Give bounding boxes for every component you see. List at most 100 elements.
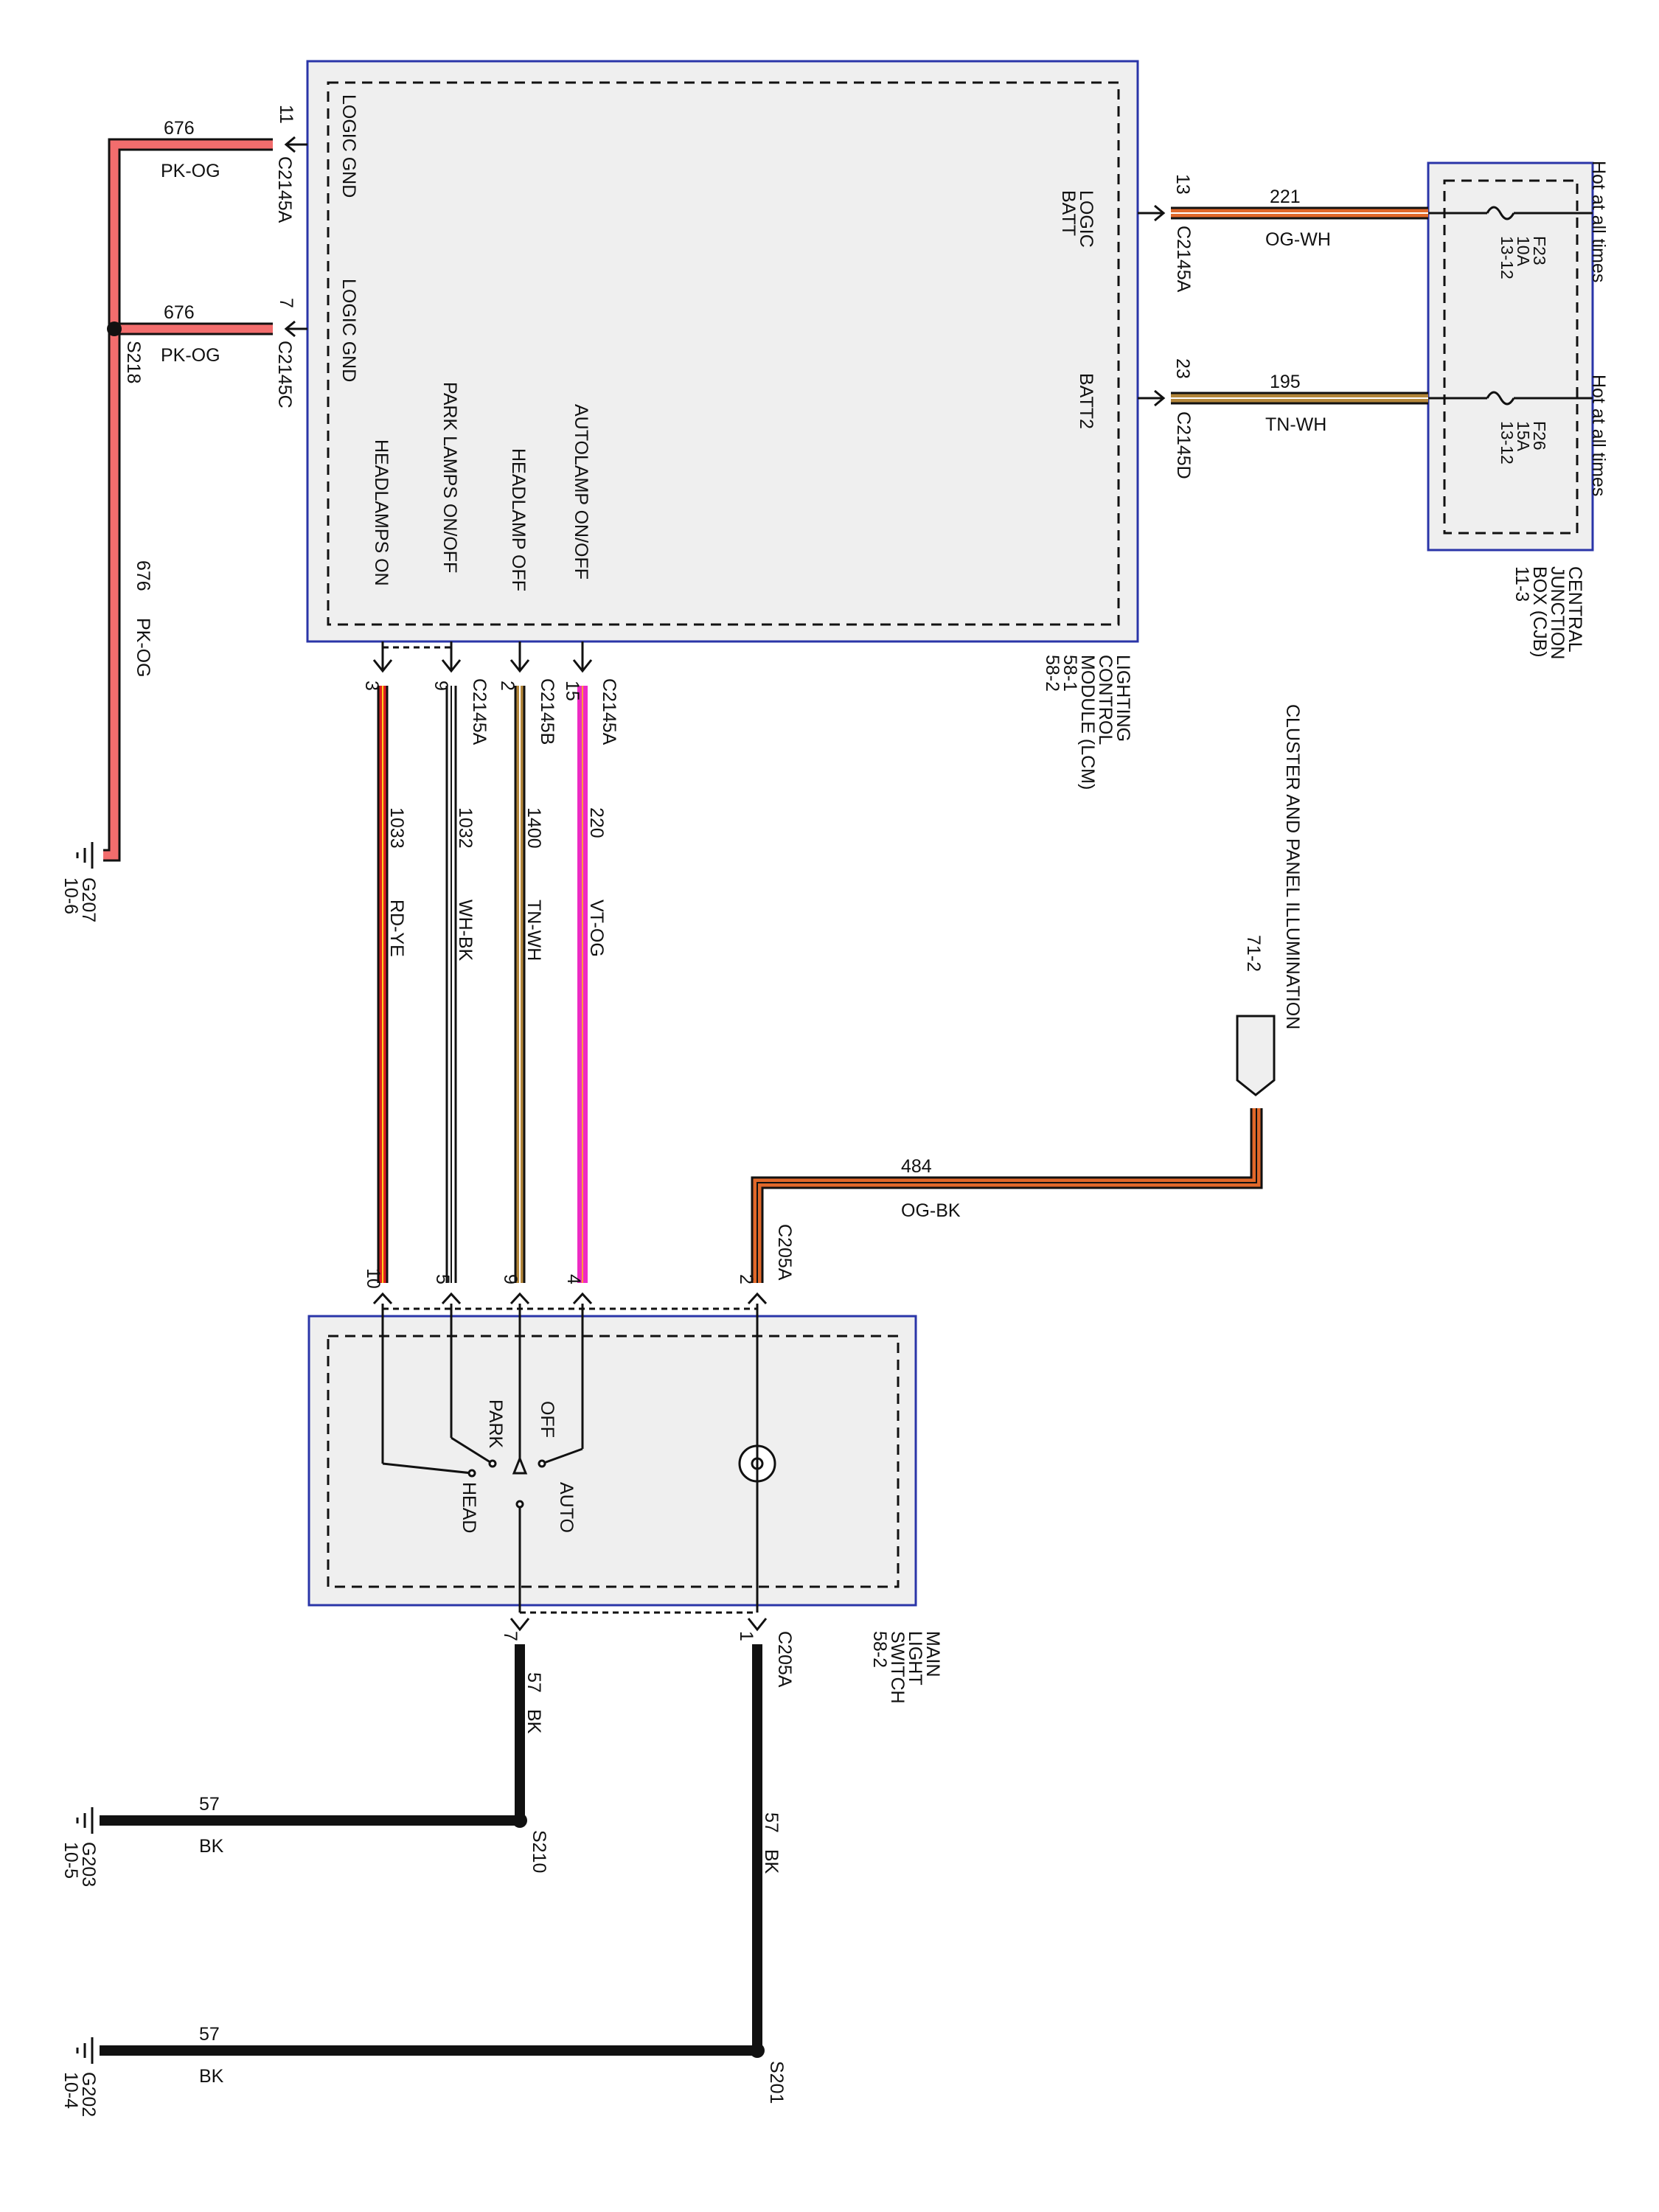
- connector-pin: 7: [276, 298, 296, 308]
- connector-pin: 2: [736, 1274, 757, 1284]
- connector-name: C2145B: [537, 678, 557, 745]
- wire-1033-color: RD-YE: [386, 900, 407, 957]
- connector-marker-icon: [747, 1292, 768, 1305]
- illumination-bulb-icon: [738, 1444, 776, 1483]
- connector-pin: 1: [736, 1631, 757, 1641]
- wire-1400-color: TN-WH: [524, 900, 544, 961]
- splice-s210-dot: [512, 1813, 527, 1828]
- ground-g202-label: G202: [78, 2072, 99, 2117]
- wire-57-s210: [100, 1644, 525, 1826]
- wire-484: [751, 1108, 1263, 1283]
- lcm-pin-batt2: BATT2: [1076, 373, 1096, 429]
- fuse-f23-name: F23: [1530, 236, 1549, 265]
- connector-pin: 7: [500, 1631, 521, 1641]
- wire-57-color: BK: [199, 1836, 224, 1857]
- wire-57-circuit: 57: [524, 1672, 544, 1693]
- switch-label-3: SWITCH: [887, 1631, 908, 1704]
- wire-1032-circuit: 1032: [455, 807, 476, 849]
- lcm-label-3: MODULE (LCM): [1077, 655, 1098, 790]
- switch-wiper-icon: [512, 1455, 528, 1475]
- main-light-switch-box: [307, 1315, 917, 1607]
- switch-internal: [381, 1304, 759, 1613]
- lcm-label-4: 58-1: [1060, 655, 1080, 692]
- splice-s201-dot: [750, 2043, 765, 2058]
- wire-676-circuit: 676: [164, 302, 195, 323]
- fuse-f26-name: F26: [1530, 421, 1549, 451]
- cjb-label-4: 11-3: [1512, 566, 1532, 602]
- wire-484-color: OG-BK: [901, 1200, 961, 1221]
- wire-676-color: PK-OG: [133, 618, 153, 678]
- switch-label-2: LIGHT: [905, 1631, 925, 1686]
- switch-label-1: MAIN: [922, 1631, 943, 1677]
- connector-pin: 4: [563, 1274, 584, 1284]
- connector-marker-icon: [509, 1618, 530, 1632]
- splice-s210-label: S210: [529, 1830, 549, 1873]
- fuse-f23-icon: [1486, 206, 1515, 220]
- lcm-pin-headlamp-off: HEADLAMP OFF: [508, 448, 529, 591]
- connector-name: C2145A: [469, 678, 490, 745]
- wire-1032-color: WH-BK: [455, 900, 476, 961]
- switch-pos-head: HEAD: [459, 1482, 479, 1533]
- wire-221-circuit: 221: [1270, 187, 1301, 207]
- wire-676-circuit: 676: [133, 560, 153, 591]
- cjb-label-1: CENTRAL: [1565, 566, 1585, 653]
- fuse-f26-rating: 15A: [1514, 421, 1533, 452]
- connector-marker-icon: [441, 1292, 462, 1305]
- connector-name: C2145D: [1173, 411, 1194, 479]
- connector-pin: 13: [1172, 174, 1193, 195]
- ground-g203-icon: [76, 1807, 94, 1834]
- wire-57-s201: [100, 1644, 762, 2056]
- splice-s218-dot: [107, 321, 122, 336]
- fuse-f23-ref: 13-12: [1498, 236, 1517, 279]
- switch-contacts: [467, 1459, 546, 1509]
- wire-57-color: BK: [524, 1709, 544, 1734]
- wire-676: [103, 138, 273, 862]
- lcm-label-1: LIGHTING: [1113, 655, 1133, 742]
- splice-s218-label: S218: [123, 341, 144, 383]
- connector-pin: 9: [431, 681, 451, 691]
- cjb-label-2: JUNCTION: [1547, 566, 1568, 659]
- lcm-pin-logic-gnd-1: LOGIC GND: [338, 94, 359, 198]
- connector-pin: 3: [361, 681, 382, 691]
- cjb-hot-1: Hot at all times: [1588, 161, 1609, 282]
- wire-57-circuit: 57: [761, 1812, 782, 1833]
- connector-pin: 23: [1172, 358, 1193, 379]
- wire-220-color: VT-OG: [586, 900, 607, 957]
- connector-pin: 11: [276, 105, 296, 124]
- wire-221-color: OG-WH: [1265, 229, 1331, 250]
- connector-marker-icon: [372, 1292, 393, 1305]
- connector-pin: 15: [562, 681, 582, 701]
- wire-1033-circuit: 1033: [386, 807, 407, 849]
- wire-57-color: BK: [199, 2066, 224, 2087]
- ground-g202-icon: [76, 2037, 94, 2064]
- ground-g203-ref: 10-5: [60, 1842, 81, 1879]
- connector-name: C2145A: [274, 156, 295, 223]
- switch-pos-park: PARK: [485, 1399, 506, 1449]
- wire-484-circuit: 484: [901, 1156, 932, 1177]
- connector-name: C2145A: [599, 678, 619, 745]
- connector-name: C205A: [774, 1631, 795, 1688]
- cjb-hot-2: Hot at all times: [1588, 375, 1609, 496]
- lcm-label-2: CONTROL: [1095, 655, 1116, 745]
- fuse-f26-ref: 13-12: [1498, 421, 1517, 465]
- connector-name: C2145A: [1173, 226, 1194, 293]
- switch-pos-auto: AUTO: [556, 1482, 577, 1533]
- switch-pos-off: OFF: [537, 1401, 557, 1438]
- cluster-label: CLUSTER AND PANEL ILLUMINATION: [1282, 704, 1303, 1029]
- ground-g207-label: G207: [78, 877, 99, 922]
- wire-57-circuit: 57: [199, 1794, 220, 1815]
- lcm-label-5: 58-2: [1042, 655, 1062, 692]
- lcm-module: [306, 60, 1139, 643]
- wire-195-color: TN-WH: [1265, 414, 1326, 435]
- connector-marker-icon: [572, 1292, 593, 1305]
- lcm-pin-park-lamps: PARK LAMPS ON/OFF: [439, 382, 460, 573]
- cjb-box: [1427, 161, 1594, 552]
- connector-pin: 10: [363, 1268, 383, 1289]
- wire-676-circuit: 676: [164, 118, 195, 139]
- wire-57-circuit: 57: [199, 2024, 220, 2045]
- cjb-feed-lines: [1428, 212, 1593, 400]
- ground-g207-ref: 10-6: [60, 877, 81, 914]
- fuse-f26-icon: [1486, 391, 1515, 406]
- cluster-connector-icon: [1236, 1015, 1276, 1096]
- lcm-pin-logic-gnd-2: LOGIC GND: [338, 279, 359, 382]
